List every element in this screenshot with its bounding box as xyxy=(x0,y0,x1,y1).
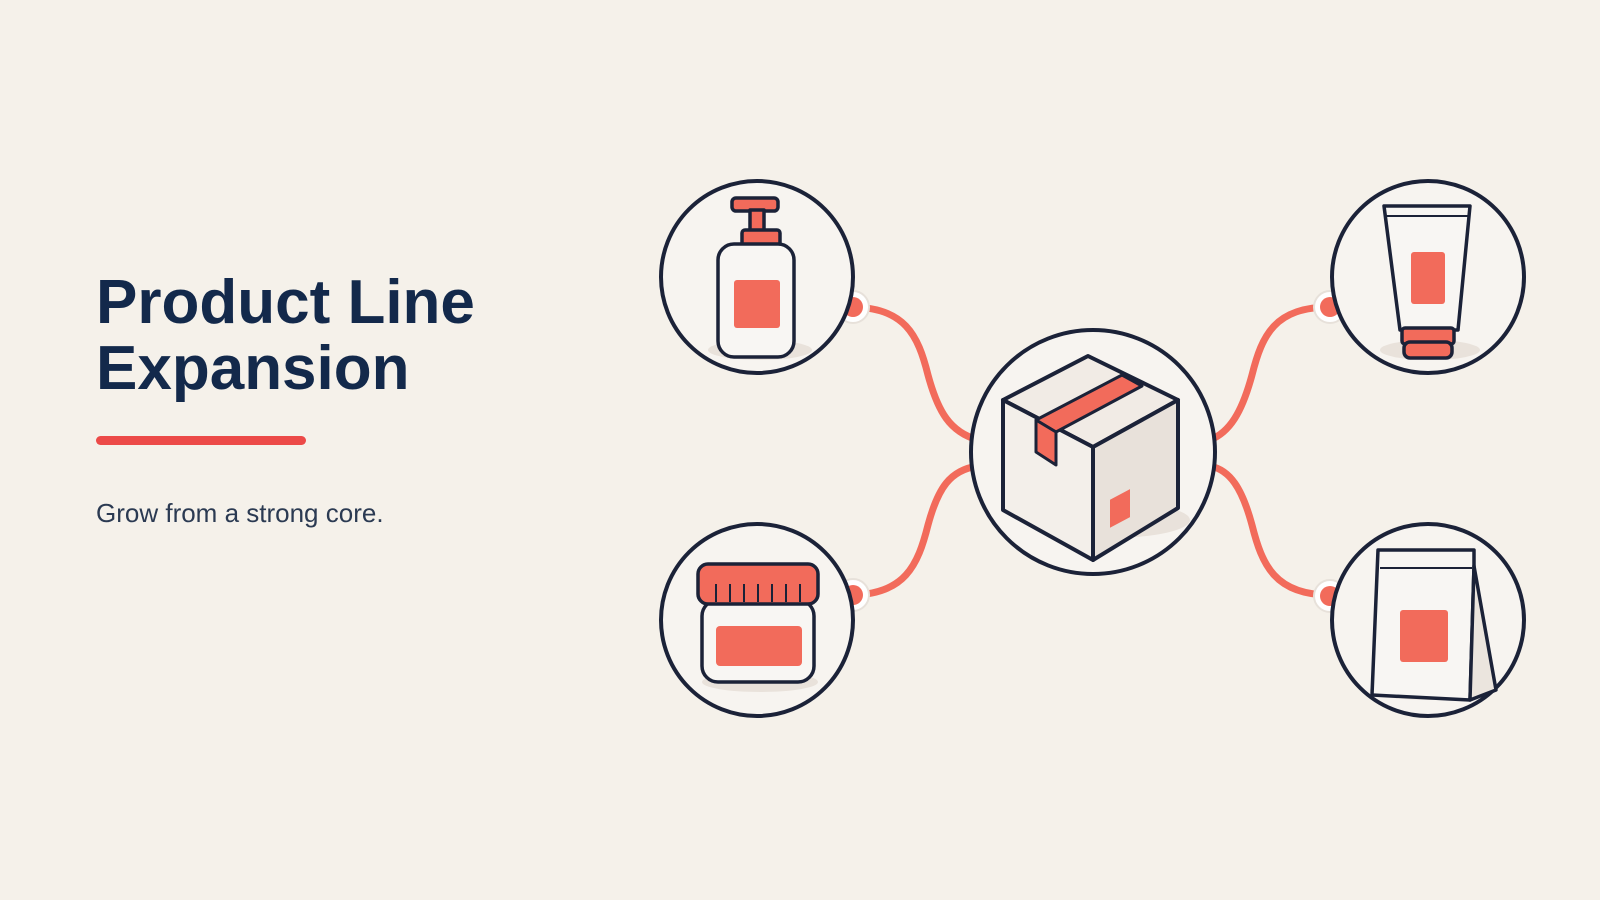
product-pump-bottle xyxy=(659,179,855,375)
jar-icon xyxy=(696,562,820,692)
shipping-box-icon xyxy=(1001,354,1190,562)
jar-lid-ridges xyxy=(715,584,801,602)
title-block: Product Line Expansion Grow from a stron… xyxy=(96,270,616,529)
connector-pouch xyxy=(1206,462,1334,599)
squeeze-tube-icon xyxy=(1380,204,1480,360)
title-line-2: Expansion xyxy=(96,334,410,403)
connector-tube xyxy=(1206,303,1334,444)
pump-bottle-icon xyxy=(708,196,812,360)
product-tube xyxy=(1330,179,1526,375)
connector-jar xyxy=(846,462,982,599)
stand-up-pouch-icon xyxy=(1370,548,1498,702)
center-hub xyxy=(969,328,1217,576)
product-pouch xyxy=(1330,522,1526,718)
connector-pump-bottle xyxy=(846,303,982,444)
accent-underline xyxy=(96,436,306,445)
product-jar xyxy=(659,522,855,718)
slide-subtitle: Grow from a strong core. xyxy=(96,498,384,528)
slide-title: Product Line Expansion xyxy=(96,270,616,402)
title-line-1: Product Line xyxy=(96,268,475,337)
connectors xyxy=(846,303,1334,599)
